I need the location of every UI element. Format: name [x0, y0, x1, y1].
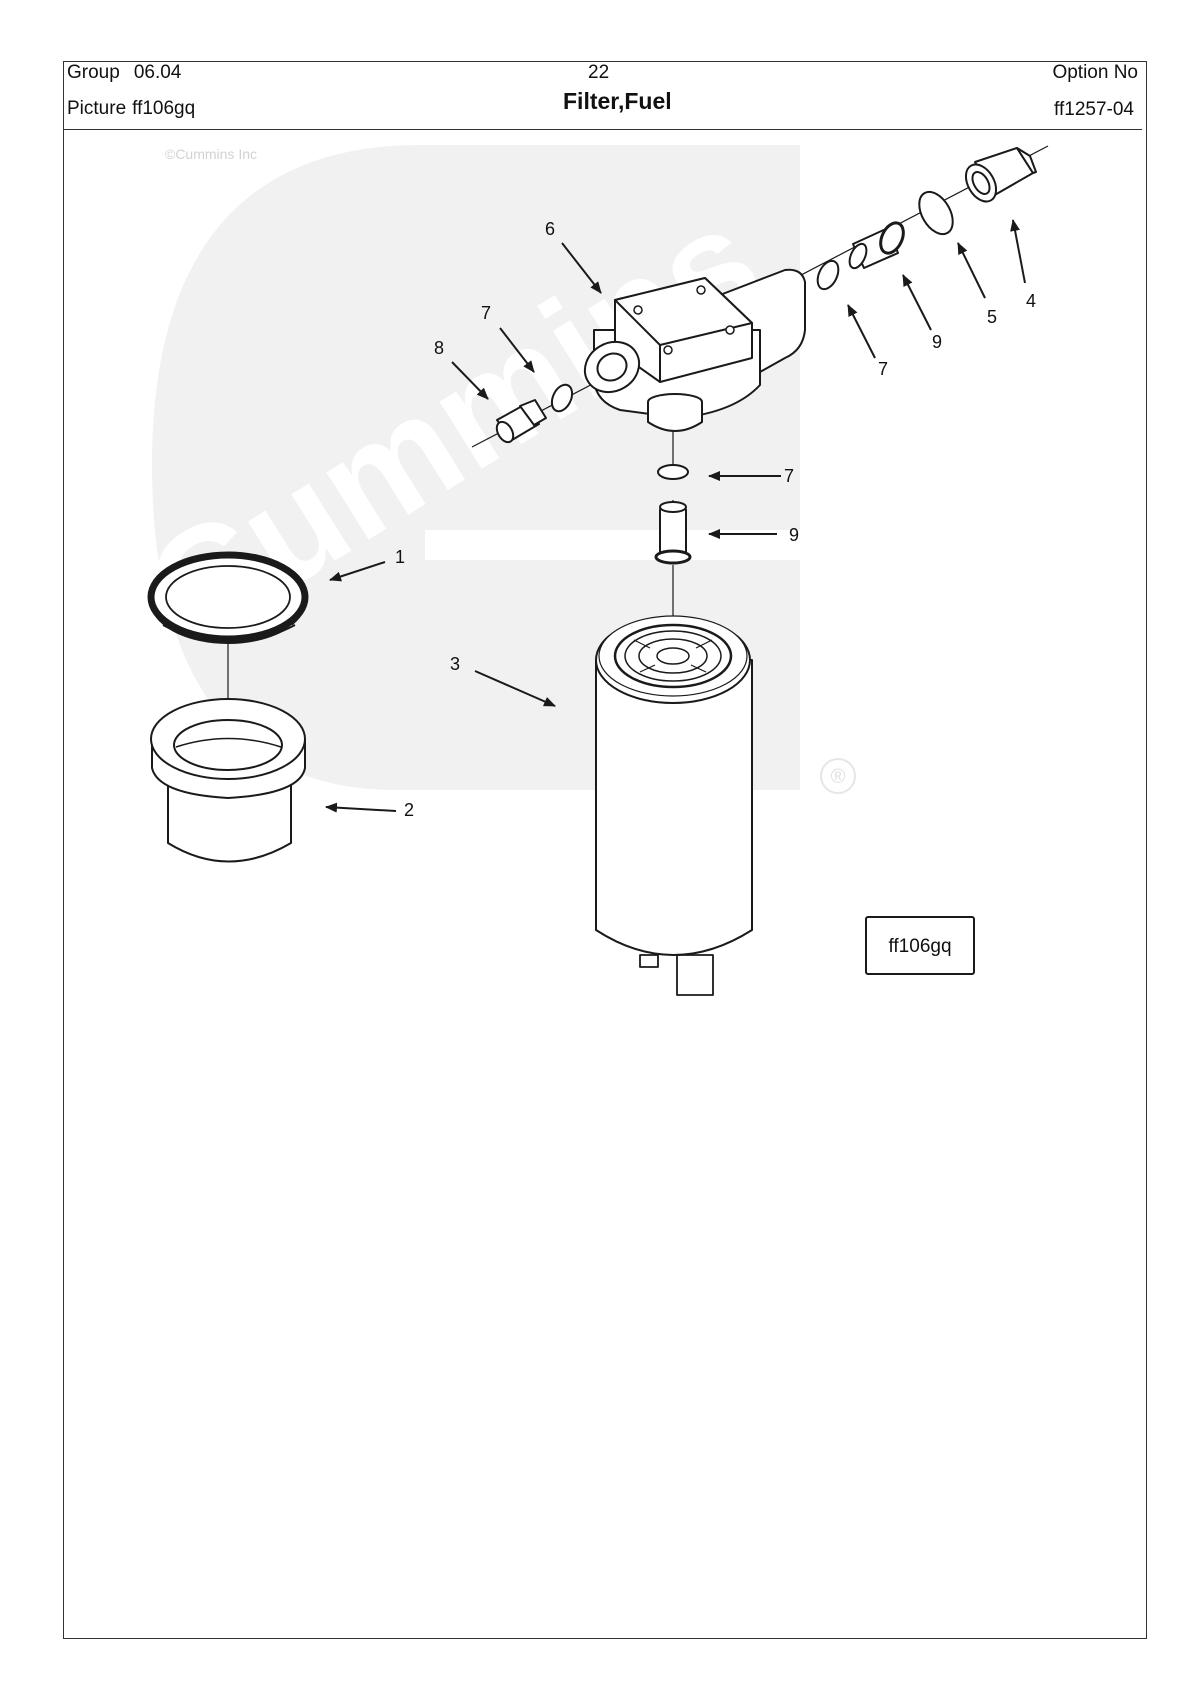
exploded-parts-diagram: Cummins ® ©Cummins Inc — [64, 131, 1144, 1011]
page-number: 22 — [588, 62, 610, 83]
copyright-text: ©Cummins Inc — [165, 146, 257, 162]
callout-9-vertical: 9 — [789, 525, 799, 545]
callout-4: 4 — [1026, 291, 1036, 311]
callout-7-left: 7 — [481, 303, 491, 323]
callout-5: 5 — [987, 307, 997, 327]
page-frame — [63, 61, 1147, 1639]
standpipe-horizontal — [848, 221, 905, 270]
registered-mark: ® — [831, 766, 846, 788]
group-value: 06.04 — [133, 62, 182, 83]
connector-fitting — [495, 399, 547, 444]
callout-8: 8 — [434, 338, 444, 358]
callout-2: 2 — [404, 800, 414, 820]
callout-3: 3 — [450, 654, 460, 674]
o-ring-right — [816, 259, 840, 291]
header-divider — [63, 129, 1142, 130]
page-title: Filter,Fuel — [563, 88, 672, 114]
filter-head — [583, 268, 806, 432]
callout-1: 1 — [395, 547, 405, 567]
callout-7-right: 7 — [878, 359, 888, 379]
callout-7-vertical: 7 — [784, 466, 794, 486]
callout-6: 6 — [545, 219, 555, 239]
group-field: Group 06.04 — [67, 62, 181, 84]
option-label: Option No — [1052, 62, 1138, 83]
callout-labels: 1 2 3 4 5 6 7 7 7 8 9 9 — [395, 219, 1036, 820]
elbow-fitting — [964, 147, 1037, 203]
callout-arrows — [325, 219, 1026, 813]
option-value: ff1257-04 — [1054, 99, 1134, 120]
filter-cup — [150, 698, 306, 863]
seal-ring — [147, 551, 309, 644]
o-ring-large — [918, 190, 954, 236]
callout-9-horizontal: 9 — [932, 332, 942, 352]
filter-canister — [595, 615, 753, 996]
picture-label-text: ff106gq — [888, 936, 951, 957]
standpipe-vertical — [654, 501, 692, 565]
o-ring-vertical — [657, 464, 689, 480]
picture-label: Picture — [67, 98, 127, 119]
picture-value: ff106gq — [132, 98, 196, 119]
group-label: Group — [67, 62, 120, 83]
o-ring-left — [550, 383, 574, 413]
picture-label-box — [865, 916, 975, 975]
